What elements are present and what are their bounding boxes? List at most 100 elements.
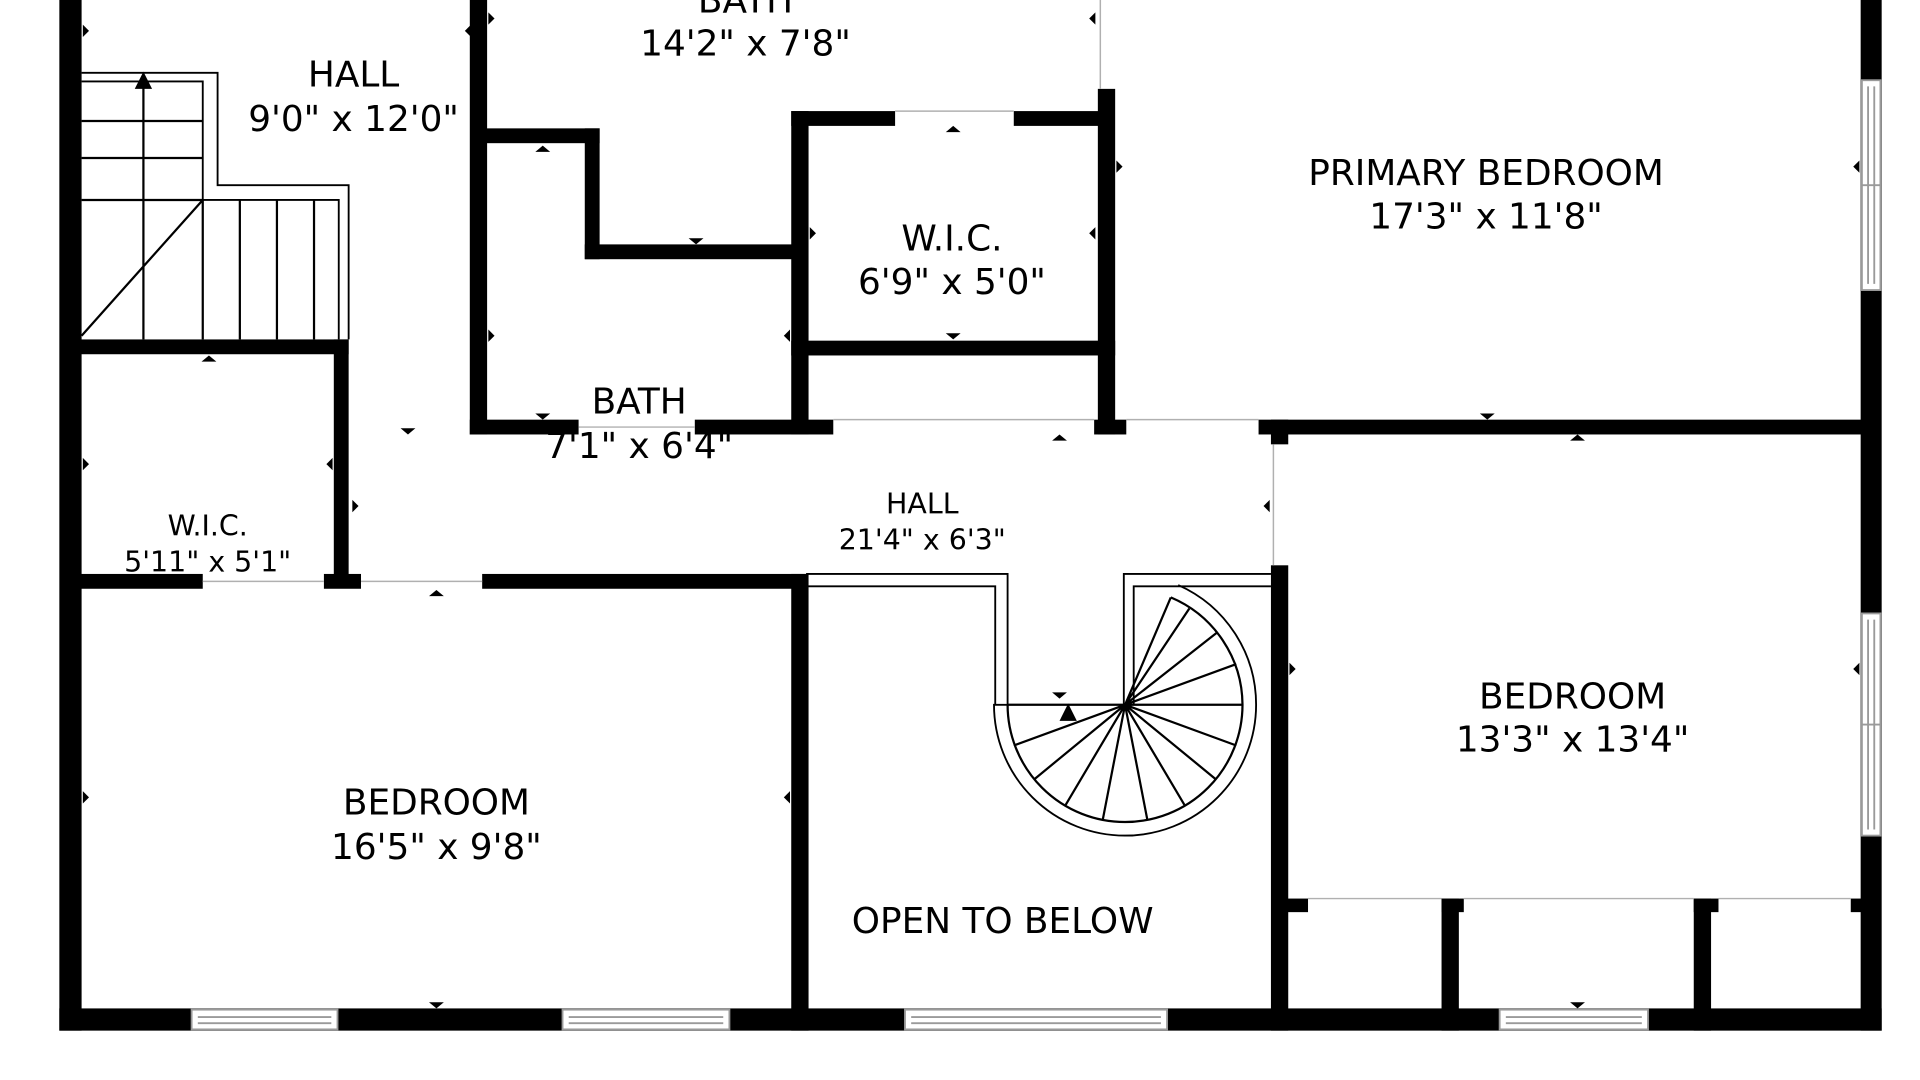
room-name-bedroom-right: BEDROOM: [1479, 677, 1666, 718]
door-marker-icon: [1089, 12, 1096, 25]
door-marker-icon: [1052, 434, 1067, 441]
door-marker-icon: [1853, 160, 1860, 173]
room-dims-hall-top: 9'0" x 12'0": [248, 99, 459, 140]
room-dims-hall-main: 21'4" x 6'3": [839, 523, 1006, 556]
spiral-stair-arc: [1006, 596, 1244, 824]
door-marker-icon: [1089, 227, 1096, 240]
wall-bedroom-right-left-stub: [1270, 419, 1289, 445]
stair-treads: [80, 81, 316, 340]
door-marker-icon: [535, 145, 551, 152]
door-marker-icon: [488, 329, 495, 342]
door-marker-icon: [535, 413, 551, 420]
room-dims-bedroom-left: 16'5" x 9'8": [331, 827, 542, 868]
door-marker-icon: [464, 24, 472, 38]
door-marker-icon: [783, 329, 791, 342]
door-marker-icon: [400, 428, 416, 435]
door-marker-icon: [1263, 499, 1270, 513]
spiral-stair-rail-inner: [806, 573, 1271, 705]
wall-bedroom-left-east: [791, 573, 809, 1031]
door-marker-icon: [1116, 160, 1123, 173]
wall-bath-top-lower: [482, 128, 600, 144]
door-marker-icon: [488, 12, 495, 25]
door-marker-icon: [352, 499, 359, 513]
wall-bedroom-right-west: [1270, 565, 1289, 1031]
door-marker-icon: [429, 1002, 444, 1009]
wall-wic-center-bottom: [791, 340, 1116, 356]
door-marker-icon: [201, 355, 217, 362]
stair-direction-arrow-icon: [134, 71, 153, 89]
room-name-hall-top: HALL: [308, 54, 399, 95]
room-name-bath-top: BATH: [698, 0, 793, 21]
wall-closet-top-d: [1850, 898, 1864, 913]
room-labels: BATH 14'2" x 7'8" HALL 9'0" x 12'0" PRIM…: [124, 0, 1689, 942]
windows: [190, 79, 1882, 1031]
window: [561, 1008, 731, 1031]
door-marker-icon: [783, 791, 791, 804]
wall-wic-center-top-left: [791, 111, 896, 126]
spiral-staircase: [806, 573, 1271, 837]
wall-bedroom-left-top-b: [323, 573, 362, 589]
door-marker-icon: [82, 791, 90, 804]
wall-wic-center-right: [1097, 88, 1116, 435]
room-name-wic-left: W.I.C.: [168, 510, 248, 543]
room-name-open-to-below: OPEN TO BELOW: [852, 901, 1154, 942]
room-dims-wic-left: 5'11" x 5'1": [124, 545, 291, 578]
door-marker-icon: [1479, 413, 1495, 420]
window: [1860, 79, 1882, 291]
door-marker-icon: [82, 457, 90, 471]
window: [1860, 612, 1882, 837]
wall-closet-top-b: [1441, 898, 1464, 913]
door-marker-icon: [688, 238, 704, 245]
room-name-primary-bedroom: PRIMARY BEDROOM: [1308, 153, 1664, 194]
window: [1498, 1008, 1649, 1031]
wall-closet-divider-b: [1693, 898, 1712, 1031]
spiral-stair-treads: [1007, 596, 1243, 820]
room-name-hall-main: HALL: [886, 487, 959, 520]
wall-upper-hall-right: [469, 0, 488, 435]
room-name-bath-small: BATH: [592, 382, 687, 423]
window: [904, 1008, 1169, 1031]
door-marker-icon: [429, 589, 444, 597]
wall-primary-bottom: [1258, 419, 1865, 435]
straight-staircase: [80, 71, 350, 340]
room-dims-bedroom-right: 13'3" x 13'4": [1456, 720, 1690, 761]
door-marker-icon: [1570, 434, 1585, 441]
wall-closet-divider-a: [1441, 898, 1459, 1031]
door-marker-icon: [82, 24, 90, 38]
door-marker-icon: [326, 457, 333, 471]
wall-bath-notch-vertical: [584, 128, 600, 260]
wall-closet-top-c: [1693, 898, 1719, 913]
wall-closet-top-a: [1285, 898, 1309, 913]
room-name-wic-center: W.I.C.: [901, 219, 1002, 260]
door-markers: [82, 12, 1860, 1009]
stair-rail-outer: [81, 71, 350, 340]
door-marker-icon: [1570, 1002, 1585, 1009]
wall-wic-left-right: [333, 339, 349, 587]
room-name-bedroom-left: BEDROOM: [343, 783, 530, 824]
wall-hall-top-post: [1094, 419, 1127, 435]
wall-bedroom-left-top-c: [482, 573, 807, 589]
door-marker-icon: [945, 125, 961, 133]
spiral-stair-direction-arrow-icon: [1059, 703, 1077, 721]
wall-wic-center-left: [791, 111, 809, 435]
door-marker-icon: [1289, 662, 1296, 676]
wall-bath-notch-horizontal: [584, 244, 798, 260]
wall-bath-small-bottom-left: [469, 419, 579, 435]
wall-bedroom-left-top-a: [79, 573, 203, 589]
door-marker-icon: [945, 333, 961, 340]
window: [190, 1008, 339, 1031]
walls: [59, 0, 1882, 1031]
openings: [202, 0, 1851, 900]
exterior-wall-left: [59, 0, 82, 1031]
door-marker-icon: [1853, 662, 1860, 676]
door-marker-icon: [809, 227, 816, 240]
spiral-stair-rail-outer: [806, 573, 1258, 837]
room-dims-primary-bedroom: 17'3" x 11'8": [1369, 196, 1603, 237]
room-dims-bath-small: 7'1" x 6'4": [545, 426, 733, 467]
wall-wic-left-top: [79, 339, 349, 355]
door-marker-icon: [1052, 692, 1067, 699]
room-dims-bath-top: 14'2" x 7'8": [640, 24, 851, 65]
room-dims-wic-center: 6'9" x 5'0": [858, 262, 1046, 303]
wall-wic-center-top-right: [1013, 111, 1113, 126]
